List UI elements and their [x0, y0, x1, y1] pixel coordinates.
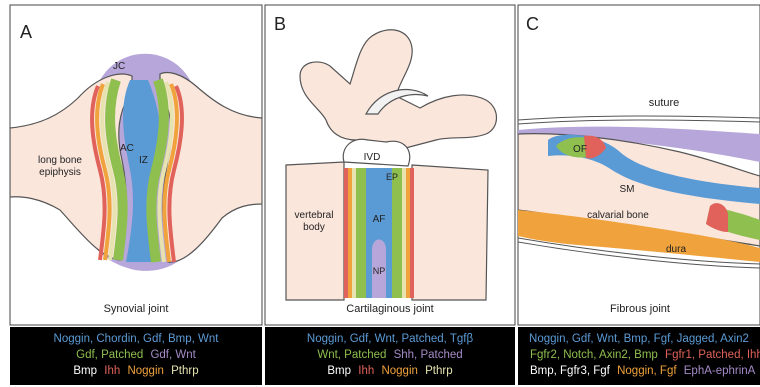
legend-a-3-4: Pthrp — [171, 365, 199, 377]
panel-a-caption: Synovial joint — [104, 303, 169, 315]
b-stripe-cream-left — [352, 168, 356, 298]
label-of: OF — [573, 144, 587, 155]
legend-b-line-2: Wnt, Patched Shh, Patched — [265, 347, 515, 363]
label-ivd: IVD — [364, 152, 381, 163]
legend-b: Noggin, Gdf, Wnt, Patched, Tgfβ Wnt, Pat… — [265, 327, 515, 385]
panel-c: C suture OF SM calvarial bone dura Fibro… — [518, 5, 760, 325]
panel-a-letter: A — [20, 22, 32, 42]
label-vertebral-2: body — [303, 222, 325, 233]
legend-a-line-3: Bmp Ihh Noggin Pthrp — [10, 363, 262, 379]
panel-b-letter: B — [274, 14, 286, 34]
b-stripe-orange-right — [406, 168, 410, 298]
panel-b-caption: Cartilaginous joint — [346, 303, 433, 315]
panel-a: A JC AC IZ long bone epiphysis Synovial … — [10, 5, 262, 325]
label-epiphysis-2: epiphysis — [39, 167, 81, 178]
b-stripe-orange-left — [348, 168, 352, 298]
legend-a-line-2: Gdf, Patched Gdf, Wnt — [10, 347, 262, 363]
legend-c-3-1: Bmp, Fgfr3, Fgf — [530, 365, 610, 377]
b-stripe-green-left — [356, 168, 366, 298]
legend-c-2-2: Fgfr1, Patched, Ihh — [665, 349, 760, 361]
panel-c-caption: Fibrous joint — [610, 303, 670, 315]
legend-b-2-2: Shh, Patched — [394, 349, 463, 361]
panel-b: B IVD EP AF NP vertebral body Cartilagin… — [265, 5, 515, 325]
legend-a-3-3: Noggin — [127, 365, 163, 377]
label-iz: IZ — [139, 155, 148, 166]
label-ep: EP — [386, 172, 398, 182]
vertebral-body-right — [412, 165, 488, 300]
legend-c-2-1: Fgfr2, Notch, Axin2, Bmp — [530, 349, 658, 361]
legend-c-3-2: Noggin, Fgf — [617, 365, 676, 377]
label-epiphysis-1: long bone — [38, 155, 82, 166]
label-ac: AC — [120, 143, 134, 154]
label-vertebral-1: vertebral — [295, 210, 334, 221]
legend-a-line-1: Noggin, Chordin, Gdf, Bmp, Wnt — [10, 331, 262, 347]
legend-a-3-1: Bmp — [73, 365, 97, 377]
label-calvarial-bone: calvarial bone — [587, 210, 649, 221]
legend-c-line-1: Noggin, Gdf, Wnt, Bmp, Fgf, Jagged, Axin… — [518, 331, 760, 347]
panel-c-letter: C — [526, 14, 539, 34]
legend-b-3-1: Bmp — [327, 365, 351, 377]
diagram-svg: A JC AC IZ long bone epiphysis Synovial … — [0, 0, 760, 327]
legend-b-1-1: Noggin, Gdf, Wnt, Patched, Tgfβ — [307, 333, 473, 345]
legend-b-line-1: Noggin, Gdf, Wnt, Patched, Tgfβ — [265, 331, 515, 347]
legend-a-3-2: Ihh — [104, 365, 120, 377]
legend-a-2-2: Gdf, Wnt — [150, 349, 195, 361]
label-np: NP — [373, 266, 386, 276]
legend-b-3-3: Noggin — [381, 365, 417, 377]
label-jc: JC — [113, 61, 125, 72]
label-dura: dura — [666, 244, 686, 255]
legend-a: Noggin, Chordin, Gdf, Bmp, Wnt Gdf, Patc… — [10, 327, 262, 385]
legend-a-1-1: Noggin, Chordin, Gdf, Bmp, Wnt — [54, 333, 219, 345]
legend-c-line-2: Fgfr2, Notch, Axin2, Bmp Fgfr1, Patched,… — [518, 347, 760, 363]
legend-c: Noggin, Gdf, Wnt, Bmp, Fgf, Jagged, Axin… — [518, 327, 760, 385]
b-stripe-red-left — [344, 168, 348, 298]
legend-b-3-4: Pthrp — [425, 365, 453, 377]
label-af: AF — [373, 214, 386, 225]
legend-c-line-3: Bmp, Fgfr3, Fgf Noggin, Fgf EphA-ephrinA — [518, 363, 760, 379]
legend-b-3-2: Ihh — [358, 365, 374, 377]
legend-c-1-1: Noggin, Gdf, Wnt, Bmp, Fgf, Jagged, Axin… — [529, 333, 749, 345]
b-stripe-red-right — [410, 168, 414, 298]
b-stripe-cream-right — [402, 168, 406, 298]
legend-b-line-3: Bmp Ihh Noggin Pthrp — [265, 363, 515, 379]
b-stripe-green-right — [392, 168, 402, 298]
legend-a-2-1: Gdf, Patched — [76, 349, 143, 361]
legend-c-3-3: EphA-ephrinA — [684, 365, 756, 377]
label-suture: suture — [649, 97, 680, 109]
label-sm: SM — [620, 184, 635, 195]
legend-b-2-1: Wnt, Patched — [317, 349, 386, 361]
